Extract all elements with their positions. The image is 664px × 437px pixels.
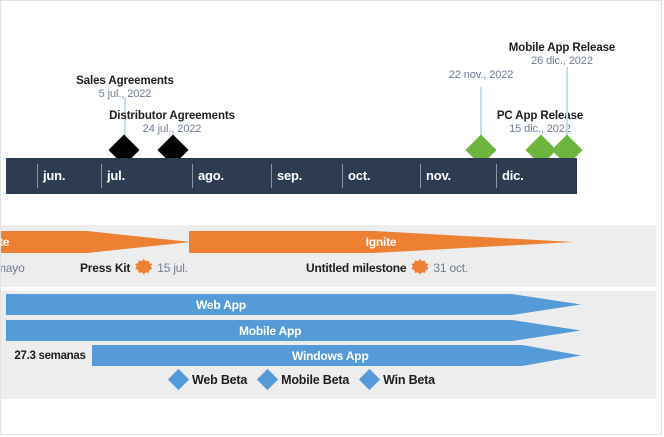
milestone-date-sales-agreements: 5 jul., 2022 (98, 87, 152, 100)
milestone-label-nov-unnamed[interactable]: 22 nov., 2022 (449, 69, 514, 81)
task-bar-windows-app-label: Windows App (292, 348, 369, 363)
legend-label-web-beta: Web Beta (192, 372, 248, 387)
milestone-date-nov-unnamed: 22 nov., 2022 (448, 69, 514, 81)
task-bar-mobile-app-label: Mobile App (239, 323, 302, 338)
task-bar-web-app-label: Web App (196, 297, 246, 312)
milestone-label-mobile-app-release[interactable]: Mobile App Release 26 dic., 2022 (508, 42, 616, 67)
timeline-month-axis: jun. jul. ago. sep. oct. nov. dic. (6, 158, 577, 194)
task-bar-windows-app[interactable]: Windows App (92, 345, 581, 366)
axis-tick (192, 164, 193, 188)
milestone-label-distributor-agreements[interactable]: Distributor Agreements 24 jul., 2022 (109, 110, 235, 135)
milestone-date-pc-app-release: 15 dic., 2022 (509, 122, 571, 135)
axis-month-nov: nov. (426, 168, 451, 183)
inline-milestone-untitled[interactable]: Untitled milestone 31 oct. (306, 259, 468, 276)
milestone-date-distributor-agreements: 24 jul., 2022 (142, 122, 202, 135)
milestone-title-pc-app-release: PC App Release (496, 110, 584, 122)
axis-month-ago: ago. (198, 168, 224, 183)
milestone-title-mobile-app-release: Mobile App Release (508, 42, 616, 54)
phase-bar-clipped-label: te (0, 235, 10, 249)
milestone-title-distributor-agreements: Distributor Agreements (109, 110, 235, 122)
milestone-stem-nov (480, 87, 482, 145)
inline-milestone-untitled-name: Untitled milestone (306, 260, 407, 275)
milestone-label-sales-agreements[interactable]: Sales Agreements 5 jul., 2022 (76, 75, 174, 100)
legend-label-win-beta: Win Beta (383, 372, 435, 387)
milestone-title-sales-agreements: Sales Agreements (76, 75, 174, 87)
inline-milestone-press-kit[interactable]: Press Kit 15 jul. (80, 259, 188, 276)
axis-month-oct: oct. (348, 168, 371, 183)
inline-milestone-clipped-mayo: mayo (1, 261, 25, 275)
axis-month-dic: dic. (502, 168, 524, 183)
axis-tick (496, 164, 497, 188)
axis-tick (101, 164, 102, 188)
legend-label-mobile-beta: Mobile Beta (281, 372, 350, 387)
task-duration-windows-app: 27.3 semanas (9, 345, 91, 366)
task-bar-mobile-app[interactable]: Mobile App (6, 320, 581, 341)
beta-legend: Web Beta Mobile Beta Win Beta (167, 368, 435, 391)
axis-tick (37, 164, 38, 188)
milestone-stem-mobile-app-release (566, 67, 568, 145)
diamond-icon (167, 368, 190, 391)
axis-month-jul: jul. (107, 168, 125, 183)
legend-item-web-beta[interactable]: Web Beta (167, 368, 248, 391)
inline-milestone-press-kit-date: 15 jul. (157, 260, 188, 275)
legend-item-win-beta[interactable]: Win Beta (358, 368, 435, 391)
milestone-stem-sales-agreements (124, 97, 126, 145)
legend-item-mobile-beta[interactable]: Mobile Beta (257, 368, 350, 391)
milestone-date-mobile-app-release: 26 dic., 2022 (531, 54, 593, 67)
inline-milestone-untitled-date: 31 oct. (433, 260, 469, 275)
task-bar-web-app[interactable]: Web App (6, 294, 581, 315)
axis-tick (342, 164, 343, 188)
axis-month-sep: sep. (277, 168, 303, 183)
diamond-icon (257, 368, 279, 391)
star-burst-icon (411, 259, 429, 275)
star-burst-icon (135, 259, 153, 275)
axis-tick (271, 164, 272, 188)
inline-milestone-press-kit-name: Press Kit (80, 260, 131, 275)
phase-bar-ignite-label: Ignite (365, 235, 397, 249)
axis-month-jun: jun. (43, 168, 66, 183)
axis-tick (420, 164, 421, 188)
diamond-icon (358, 368, 381, 391)
milestone-label-pc-app-release[interactable]: PC App Release 15 dic., 2022 (497, 110, 583, 135)
